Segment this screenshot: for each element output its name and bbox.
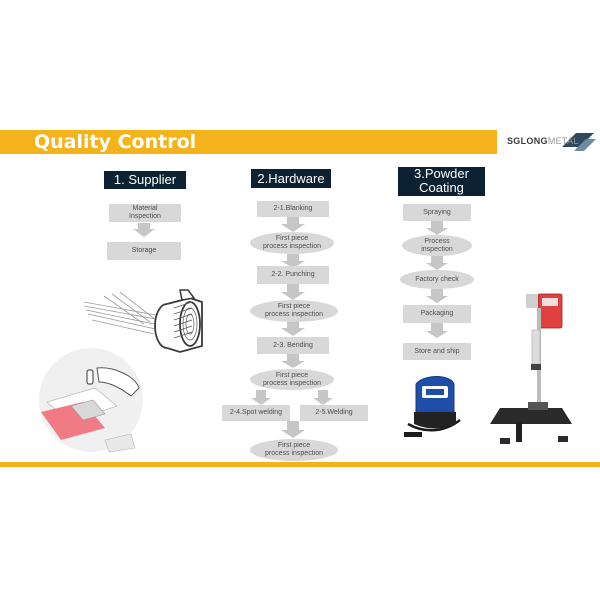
logo-text: SGLONGMETAL (507, 136, 579, 146)
step-process-inspection: Process inspection (402, 235, 472, 256)
step-packaging: Packaging (403, 305, 471, 323)
coil-feeder-illustration (84, 289, 203, 353)
step-store-and-ship: Store and ship (403, 343, 471, 360)
hand-inspection-illustration (39, 348, 143, 453)
step-welding: 2-5.Welding (300, 405, 368, 421)
step-storage: Storage (107, 242, 181, 260)
step-punching: 2-2. Punching (257, 266, 329, 284)
supplier-heading: 1. Supplier (104, 171, 186, 189)
step-first-piece-inspection-2: First piece process inspection (250, 300, 338, 322)
impact-tester-machine (490, 293, 572, 444)
step-first-piece-inspection-1: First piece process inspection (250, 232, 334, 254)
step-bending: 2-3. Bending (257, 337, 329, 354)
page-title: Quality Control (34, 131, 197, 153)
bottom-bar (0, 462, 600, 467)
logo (504, 129, 600, 155)
step-factory-check: Factory check (400, 270, 474, 289)
hardware-heading: 2.Hardware (251, 169, 331, 188)
step-spraying: Spraying (403, 204, 471, 221)
step-blanking: 2-1.Blanking (257, 201, 329, 217)
title-bar (0, 130, 497, 154)
logo-mark-icon (562, 133, 596, 151)
step-first-piece-inspection-4: First piece process inspection (250, 439, 338, 461)
powder-coating-heading: 3.Powder Coating (398, 167, 485, 196)
coating-thickness-gauge (404, 376, 461, 437)
step-spot-welding: 2-4.Spot welding (222, 405, 290, 421)
step-first-piece-inspection-3: First piece process inspection (250, 369, 334, 390)
step-material-inspection: Material Inspection (109, 204, 181, 222)
